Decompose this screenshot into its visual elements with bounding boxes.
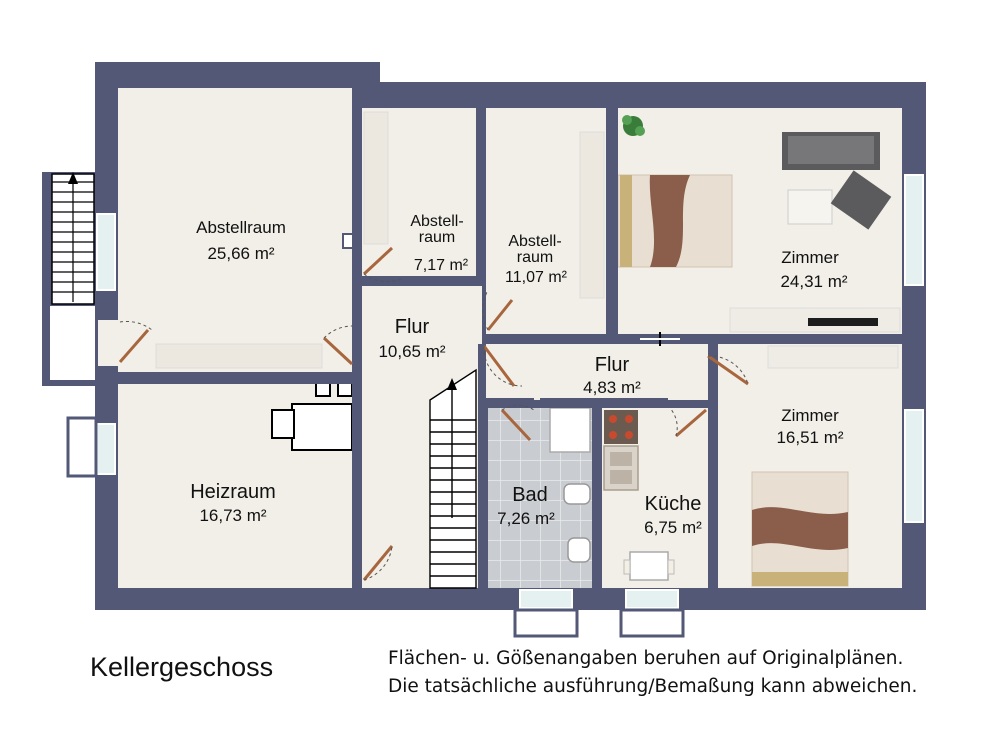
area-bad: 7,26 m² xyxy=(497,509,555,528)
label-flur-1: Flur xyxy=(395,316,430,338)
room-labels: Abstellraum 25,66 m² Abstell- raum 7,17 … xyxy=(190,213,848,537)
label-zimmer-2: Zimmer xyxy=(781,406,839,425)
label-abstellraum-1: Abstellraum xyxy=(196,218,286,237)
floor-title: Kellergeschoss xyxy=(90,652,274,682)
label-flur-2: Flur xyxy=(595,354,630,376)
label-kueche: Küche xyxy=(645,493,702,515)
label-bad: Bad xyxy=(512,484,548,506)
floor-flur-1b xyxy=(362,286,482,346)
label-abstellraum-3-line1: Abstell- xyxy=(508,233,561,250)
light-wells xyxy=(66,416,685,638)
area-flur-1: 10,65 m² xyxy=(378,342,445,361)
floor-abstellraum-1 xyxy=(118,88,352,372)
doors xyxy=(118,246,749,581)
exterior-stair xyxy=(42,172,95,386)
area-zimmer-1: 24,31 m² xyxy=(780,272,847,291)
note-line-2: Die tatsächliche ausführung/Bemaßung kan… xyxy=(388,676,918,697)
floor-flur-2 xyxy=(486,344,708,400)
interior-walls xyxy=(118,88,902,588)
door-swings xyxy=(323,273,749,581)
area-zimmer-2: 16,51 m² xyxy=(776,428,843,447)
label-zimmer-1: Zimmer xyxy=(781,248,839,267)
note-line-1: Flächen- u. Gößenangaben beruhen auf Ori… xyxy=(388,648,904,669)
area-abstellraum-2: 7,17 m² xyxy=(414,257,469,274)
area-abstellraum-1: 25,66 m² xyxy=(207,244,274,263)
area-kueche: 6,75 m² xyxy=(644,518,702,537)
plant-icon xyxy=(622,115,645,136)
label-abstellraum-2-line2: raum xyxy=(419,229,455,246)
area-abstellraum-3: 11,07 m² xyxy=(505,269,568,286)
label-abstellraum-3-line2: raum xyxy=(517,249,553,266)
label-heizraum: Heizraum xyxy=(190,481,276,503)
floor-vestibule xyxy=(98,320,120,366)
furniture xyxy=(155,111,901,589)
area-heizraum: 16,73 m² xyxy=(199,506,266,525)
windows xyxy=(96,174,924,609)
label-abstellraum-2-line1: Abstell- xyxy=(410,213,463,230)
area-flur-2: 4,83 m² xyxy=(583,378,641,397)
